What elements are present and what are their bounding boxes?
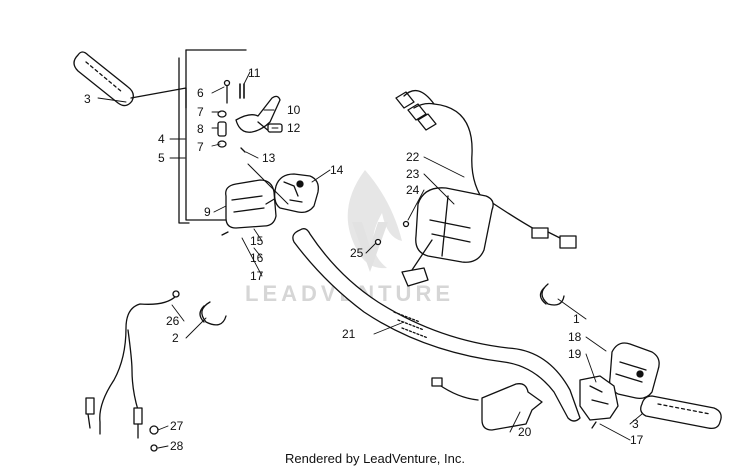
- callout-26: 26: [166, 314, 180, 328]
- callout-5: 5: [158, 151, 165, 165]
- callout-7-lower: 7: [197, 140, 204, 154]
- callout-15: 15: [250, 234, 264, 248]
- left-grip: [73, 51, 187, 109]
- callout-7-upper: 7: [197, 105, 204, 119]
- switch-housing-14: [274, 173, 319, 214]
- callout-9: 9: [204, 205, 211, 219]
- callout-25: 25: [350, 246, 364, 260]
- left-switch-housing: [221, 179, 283, 236]
- callout-1: 1: [573, 312, 580, 326]
- throttle-lever: [235, 95, 283, 133]
- callout-6: 6: [197, 86, 204, 100]
- clamp-2: [199, 301, 227, 326]
- callout-22: 22: [406, 150, 420, 164]
- callout-27: 27: [170, 419, 184, 433]
- callout-4: 4: [158, 132, 165, 146]
- leader-lines: [97, 71, 643, 449]
- callout-17-left: 17: [250, 269, 264, 283]
- callout-16: 16: [250, 251, 264, 265]
- callout-labels: 3 4 5 6 7 8 7 11 10 12 13 14 9 15 16 17 …: [84, 66, 644, 453]
- callout-11: 11: [248, 66, 261, 80]
- callout-19: 19: [568, 347, 582, 361]
- callout-13: 13: [262, 151, 276, 165]
- wiring-harness: [395, 89, 577, 249]
- callout-28: 28: [170, 439, 184, 453]
- credit-line: Rendered by LeadVenture, Inc.: [285, 451, 465, 466]
- hardware-parts: [217, 79, 246, 153]
- handlebar-cover: [401, 187, 494, 287]
- callout-12: 12: [287, 121, 301, 135]
- callout-17-right: 17: [630, 433, 644, 447]
- callout-10: 10: [287, 103, 301, 117]
- callout-3-left: 3: [84, 92, 91, 106]
- callout-18: 18: [568, 330, 582, 344]
- clamp-1: [539, 283, 565, 306]
- callout-20: 20: [518, 425, 532, 439]
- callout-24: 24: [406, 183, 420, 197]
- right-control-assembly: [579, 342, 660, 429]
- callout-3-right: 3: [632, 417, 639, 431]
- callout-23: 23: [406, 167, 420, 181]
- sensor-plate: [431, 377, 543, 431]
- handlebar: [292, 228, 581, 422]
- right-grip: [640, 395, 722, 430]
- callout-8: 8: [197, 122, 204, 136]
- cable-assembly: [85, 290, 180, 439]
- callout-2: 2: [172, 331, 179, 345]
- callout-21: 21: [342, 327, 356, 341]
- mounting-frame: [178, 49, 247, 224]
- callout-14: 14: [330, 163, 344, 177]
